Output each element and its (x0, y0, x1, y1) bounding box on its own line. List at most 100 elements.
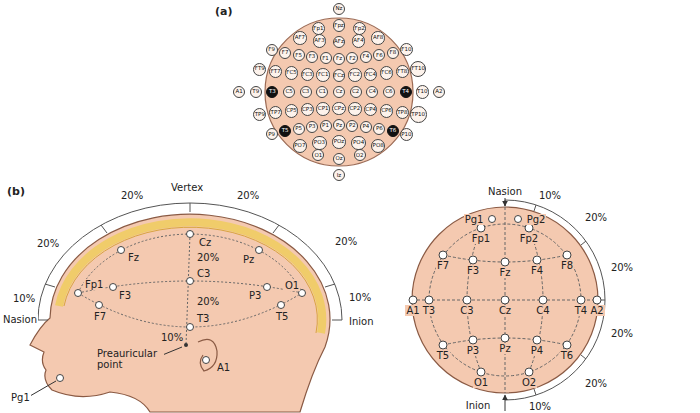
electrode-name: PO8 (373, 143, 384, 149)
electrode-name: C6 (385, 89, 392, 95)
side-view-head (187, 231, 194, 238)
sphere-top-view (525, 368, 533, 376)
electrode: FCz (333, 69, 346, 82)
electrode: AF7 (293, 31, 306, 44)
electrode-label: A1 (405, 305, 420, 316)
sphere-top-view (463, 296, 471, 304)
percent-label: 20% (334, 236, 358, 247)
electrode: T6 (387, 125, 399, 137)
electrode: TP9 (253, 108, 266, 121)
electrode-label: P3 (248, 290, 262, 301)
electrode: FT10 (410, 61, 426, 77)
electrode-name: CP5 (286, 108, 297, 114)
sphere-top-view (469, 256, 477, 264)
sphere-top-view (563, 251, 571, 259)
electrode-name: P9 (268, 132, 275, 138)
electrode-name: Iz (337, 173, 342, 179)
electrode-name: F5 (295, 53, 302, 59)
sphere-top-view (501, 334, 509, 342)
electrode: C6 (383, 86, 395, 98)
electrode-label: Pz (498, 343, 511, 354)
electrode-label: F3 (118, 290, 132, 301)
electrode-label: Fp1 (84, 279, 104, 290)
electrode-name: TP9 (255, 112, 265, 118)
electrode: FC6 (380, 66, 394, 80)
electrode-name: PO7 (294, 143, 305, 149)
electrode-label: F8 (560, 260, 574, 271)
electrode-name: P10 (401, 132, 411, 138)
side-view-head (75, 290, 82, 297)
electrode-name: Nz (335, 6, 342, 12)
electrode-name: AF7 (295, 35, 305, 41)
electrode-label: C4 (535, 305, 550, 316)
percent-label: 20% (120, 190, 144, 201)
electrode-name: PO4 (353, 140, 364, 146)
electrode-label: T3 (422, 305, 436, 316)
electrode-name: F3 (309, 54, 316, 60)
sphere-top-view (412, 207, 598, 393)
electrode: A2 (433, 86, 445, 98)
side-view-head (273, 225, 279, 233)
electrode: Fz (333, 53, 345, 65)
electrode: CP2 (348, 102, 362, 116)
electrode-label: C3 (459, 305, 474, 316)
electrode: O2 (354, 149, 366, 161)
side-view-head (96, 302, 103, 309)
electrode-name: TP8 (397, 110, 407, 116)
electrode: Iz (333, 169, 345, 181)
side-view-head (190, 203, 191, 212)
electrode: CP5 (285, 104, 299, 118)
side-view-head (332, 320, 342, 321)
sphere-top-view (489, 216, 496, 223)
electrode: PO7 (293, 139, 307, 153)
electrode-name: T9 (252, 89, 259, 95)
side-view-head (184, 343, 188, 347)
sphere-top-view (439, 341, 447, 349)
side-view-head (256, 247, 263, 254)
electrode-name: F10 (401, 47, 411, 53)
electrode: P6 (373, 123, 385, 135)
sphere-top-view (581, 241, 586, 245)
sphere-top-view (469, 336, 477, 344)
landmark-label: Inion (348, 316, 375, 327)
electrode-label: T4 (574, 305, 588, 316)
sphere-top-view (539, 296, 547, 304)
sphere-top-view (409, 216, 601, 377)
electrode-name: Oz (335, 156, 342, 162)
sphere-top-view (409, 296, 417, 304)
electrode-name: Fpz (334, 23, 344, 29)
percent-label: 20% (196, 252, 220, 263)
side-view-head (30, 381, 56, 396)
electrode-name: F9 (268, 47, 275, 53)
electrode-label: Pg1 (10, 392, 31, 403)
electrode-name: CP1 (318, 106, 329, 112)
electrode-name: C3 (302, 89, 309, 95)
electrode: F7 (279, 47, 291, 59)
side-view-head (57, 375, 64, 382)
electrode-name: O2 (356, 153, 364, 159)
electrode-label: Fz (498, 267, 511, 278)
electrode-name: C1 (319, 89, 326, 95)
electrode-name: POz (334, 139, 345, 145)
electrode: FT7 (269, 65, 282, 78)
sphere-top-view (477, 368, 485, 376)
electrode: F1 (320, 52, 332, 64)
sphere-top-view (501, 296, 509, 304)
panel-label: (b) (6, 186, 26, 198)
electrode-label: F7 (93, 311, 107, 322)
landmark-label: Nasion (487, 186, 523, 197)
electrode-name: AFz (334, 39, 344, 45)
electrode: T10 (416, 85, 429, 98)
electrode: FT8 (396, 65, 409, 78)
electrode-name: AF3 (314, 38, 324, 44)
electrode-name: C5 (285, 89, 292, 95)
electrode-name: C2 (352, 89, 359, 95)
electrode-name: TP10 (411, 112, 425, 118)
side-view-head (278, 302, 285, 309)
electrode-label: Cz (498, 305, 512, 316)
sphere-top-view (505, 395, 506, 411)
electrode-name: P4 (363, 124, 370, 130)
electrode: P5 (293, 123, 305, 135)
electrode-label: F3 (466, 265, 480, 276)
electrode-label: T5 (436, 350, 450, 361)
